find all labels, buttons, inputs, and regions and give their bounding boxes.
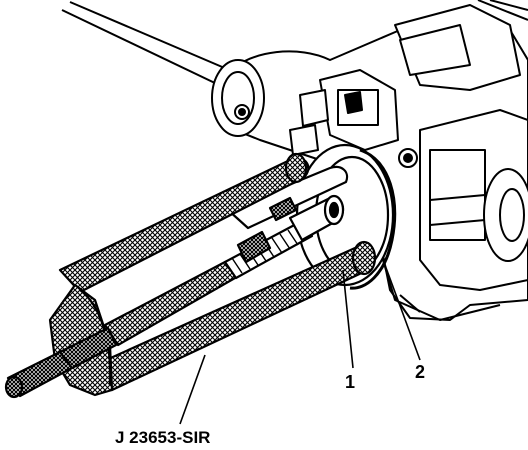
callout-label-2: 2 (415, 362, 425, 382)
puller-tool (4, 152, 377, 399)
leader-line-tool (179, 354, 206, 425)
callout-leaders (179, 264, 421, 425)
leader-line-1 (342, 269, 354, 369)
callout-label-1: 1 (345, 372, 355, 392)
tool-number-label: J 23653-SIR (115, 428, 210, 447)
leader-line-2 (384, 264, 421, 361)
